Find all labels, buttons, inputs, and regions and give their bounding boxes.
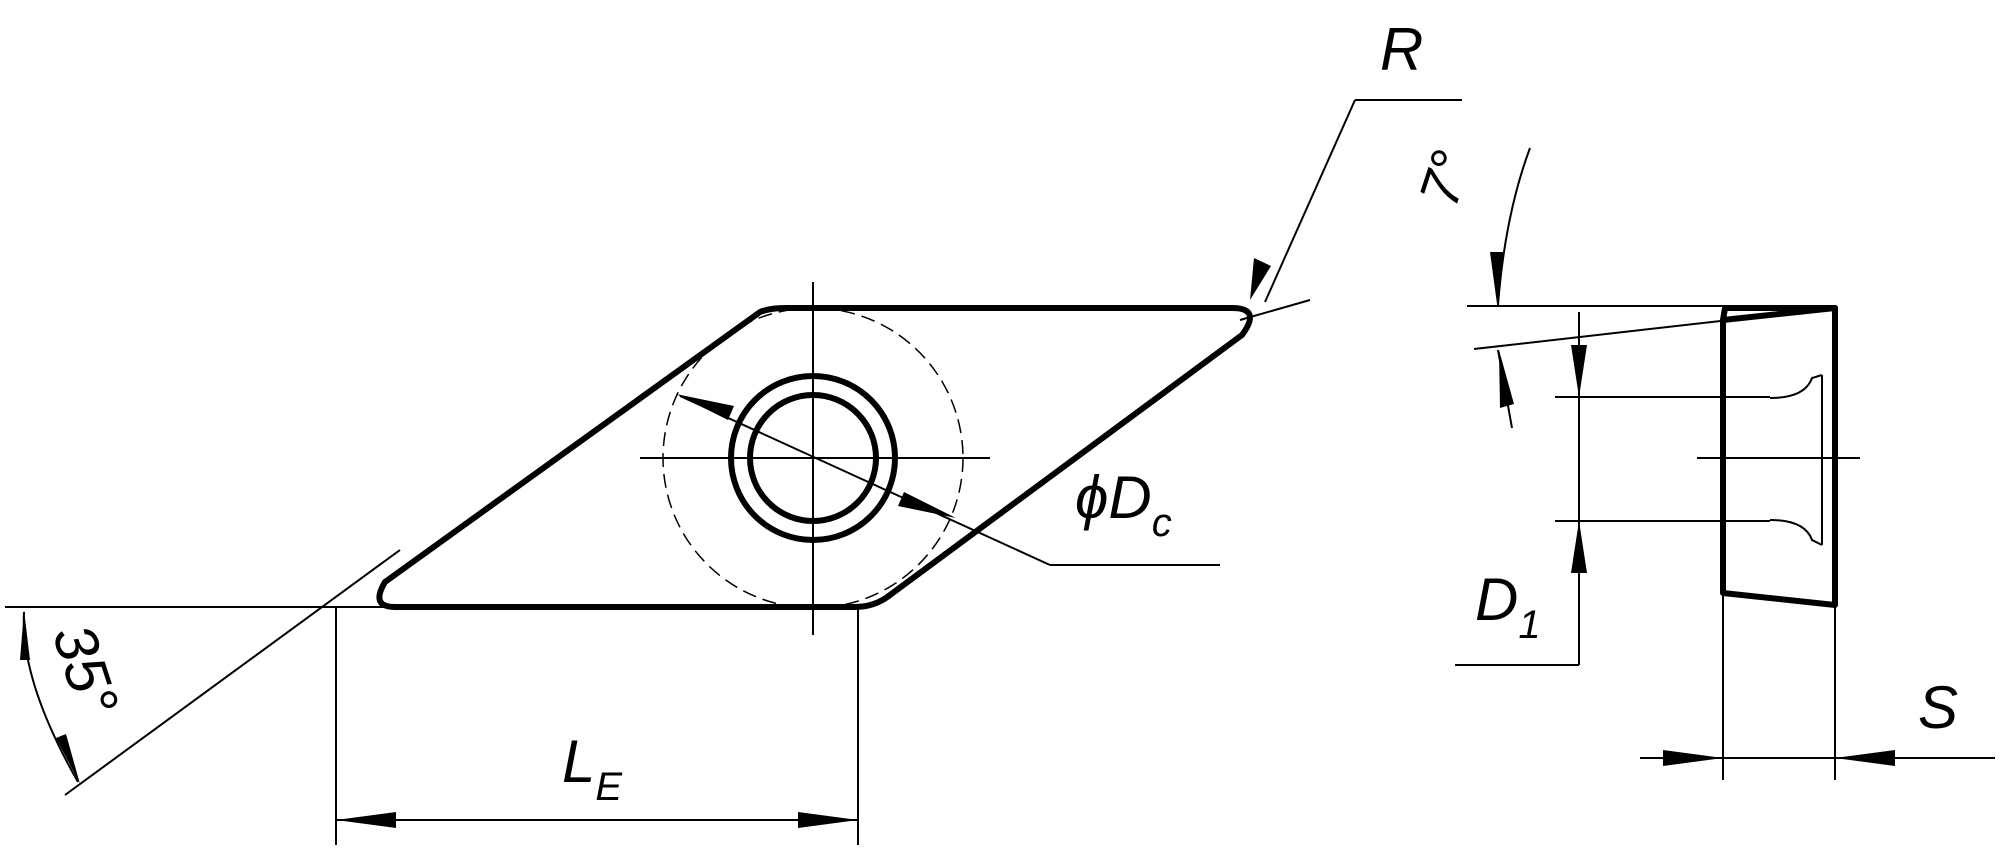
s-arrow-right xyxy=(1835,750,1895,766)
hole-profile-top xyxy=(1769,374,1823,399)
diameter-arrow-left xyxy=(676,394,734,420)
side-outline xyxy=(1720,305,1838,608)
radius-label: R xyxy=(1380,16,1423,83)
radius-leader xyxy=(1264,99,1356,303)
diameter-subscript: c xyxy=(1152,501,1172,545)
le-subscript: E xyxy=(595,765,623,809)
angle-7-arc xyxy=(1497,147,1531,306)
angle-7-arrow-bottom xyxy=(1499,350,1514,408)
diameter-label: ϕDc xyxy=(1075,464,1172,545)
angle-7-flank-line xyxy=(1473,307,1836,350)
d1-label: D1 xyxy=(1475,566,1541,647)
s-arrow-left xyxy=(1663,750,1723,766)
le-label: LE xyxy=(562,728,623,809)
d1-arrow-bottom xyxy=(1571,521,1587,573)
le-symbol: L xyxy=(562,728,595,795)
d1-subscript: 1 xyxy=(1518,603,1540,647)
angle-7-label: 7° xyxy=(1406,143,1482,213)
le-arrow-right xyxy=(798,812,858,828)
top-view: 35° ϕDc R LE xyxy=(5,16,1462,845)
le-arrow-left xyxy=(336,812,396,828)
d1-symbol: D xyxy=(1475,566,1518,633)
diameter-arrow-right xyxy=(898,492,956,518)
insert-outline xyxy=(376,305,1253,610)
angle-35-label: 35° xyxy=(40,616,132,723)
edge-extension-line xyxy=(64,549,401,796)
radius-arrow xyxy=(1250,258,1271,300)
hole-profile-bottom xyxy=(1769,519,1823,546)
angle-7-arrow-top xyxy=(1490,252,1504,304)
angle-35-arrow-bottom xyxy=(56,734,80,784)
diameter-line xyxy=(679,395,1051,566)
d1-arrow-top xyxy=(1571,345,1587,397)
diameter-symbol: ϕD xyxy=(1075,464,1152,531)
radius-tangent-line xyxy=(1239,299,1311,321)
s-label: S xyxy=(1918,674,1958,741)
angle-35-arrow-top xyxy=(20,610,30,660)
side-view: 7° D1 S xyxy=(1406,143,1995,780)
